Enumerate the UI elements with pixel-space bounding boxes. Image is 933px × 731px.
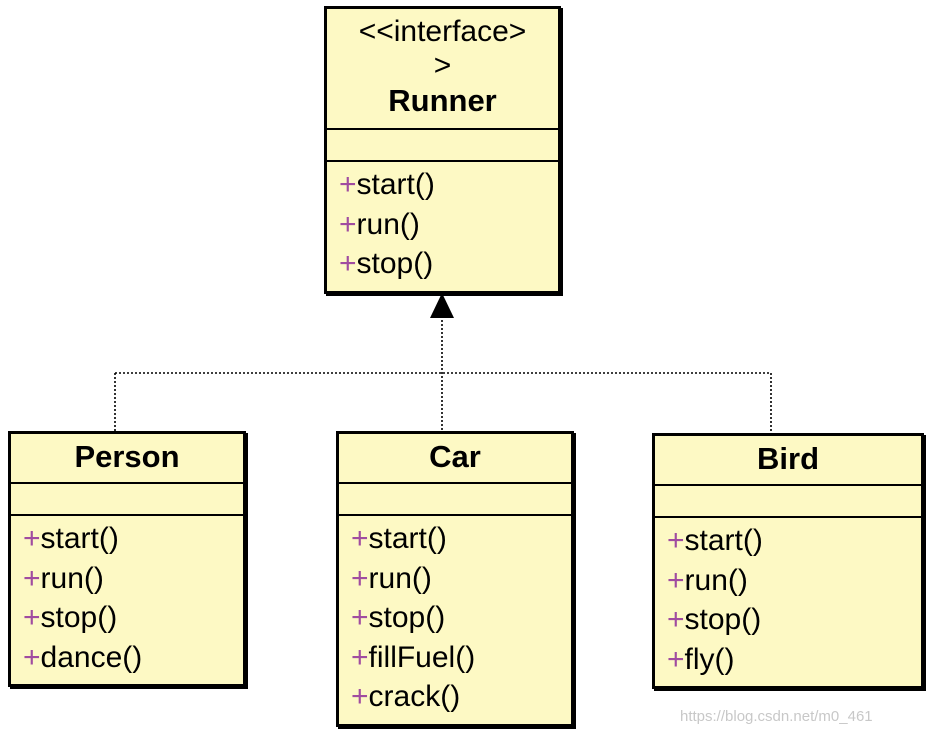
bird-attributes bbox=[655, 486, 921, 518]
operation: +stop() bbox=[339, 244, 558, 284]
visibility-symbol: + bbox=[23, 601, 41, 634]
bird-name-compartment: Bird bbox=[655, 436, 921, 486]
realization-arrowhead bbox=[430, 293, 454, 318]
visibility-symbol: + bbox=[351, 561, 369, 595]
visibility-symbol: + bbox=[339, 168, 357, 201]
visibility-symbol: + bbox=[667, 563, 685, 597]
operation: +start() bbox=[339, 165, 558, 205]
operation: +run() bbox=[351, 559, 571, 599]
operation: +stop() bbox=[23, 598, 243, 638]
bird-operations: +start() +run() +stop() +fly() bbox=[655, 518, 921, 679]
car-name: Car bbox=[429, 439, 481, 474]
operation: +run() bbox=[339, 205, 558, 245]
operation: +start() bbox=[667, 521, 921, 561]
operation-label: start() bbox=[40, 522, 119, 555]
runner-operations: +start() +run() +stop() bbox=[327, 162, 558, 284]
operation: +start() bbox=[23, 519, 243, 559]
operation-label: stop() bbox=[368, 601, 446, 634]
person-attributes bbox=[11, 484, 243, 516]
operation: +fly() bbox=[667, 640, 921, 680]
operation: +crack() bbox=[351, 677, 571, 717]
operation-label: stop() bbox=[684, 603, 762, 636]
visibility-symbol: + bbox=[667, 642, 685, 676]
operation: +dance() bbox=[23, 638, 243, 678]
operation: +fillFuel() bbox=[351, 638, 571, 678]
operation-label: run() bbox=[368, 561, 432, 595]
visibility-symbol: + bbox=[351, 680, 369, 713]
bird-class[interactable]: Bird +start() +run() +stop() +fly() bbox=[652, 433, 924, 689]
visibility-symbol: + bbox=[351, 601, 369, 634]
bird-name: Bird bbox=[757, 441, 819, 476]
operation-label: start() bbox=[356, 168, 435, 201]
operation-label: stop() bbox=[40, 601, 118, 634]
visibility-symbol: + bbox=[23, 561, 41, 595]
car-operations: +start() +run() +stop() +fillFuel() +cra… bbox=[339, 516, 571, 717]
runner-name-compartment: <<interface> > Runner bbox=[327, 9, 558, 130]
person-class[interactable]: Person +start() +run() +stop() +dance() bbox=[8, 431, 246, 687]
operation-label: fly() bbox=[684, 642, 735, 676]
operation-label: run() bbox=[356, 207, 420, 241]
operation: +start() bbox=[351, 519, 571, 559]
operation: +stop() bbox=[351, 598, 571, 638]
visibility-symbol: + bbox=[351, 640, 369, 674]
operation-label: run() bbox=[40, 561, 104, 595]
operation-label: dance() bbox=[40, 640, 143, 674]
stereotype-label-line2: > bbox=[433, 49, 452, 82]
visibility-symbol: + bbox=[23, 640, 41, 674]
operation: +run() bbox=[667, 561, 921, 601]
runner-interface[interactable]: <<interface> > Runner +start() +run() +s… bbox=[324, 6, 561, 294]
visibility-symbol: + bbox=[667, 603, 685, 636]
runner-attributes bbox=[327, 130, 558, 162]
operation-label: crack() bbox=[368, 680, 461, 713]
visibility-symbol: + bbox=[339, 207, 357, 241]
operation: +stop() bbox=[667, 600, 921, 640]
watermark: https://blog.csdn.net/m0_461 bbox=[680, 708, 873, 725]
operation-label: stop() bbox=[356, 247, 434, 280]
person-operations: +start() +run() +stop() +dance() bbox=[11, 516, 243, 677]
runner-name: Runner bbox=[388, 83, 497, 118]
car-class[interactable]: Car +start() +run() +stop() +fillFuel() … bbox=[336, 431, 574, 727]
car-attributes bbox=[339, 484, 571, 516]
operation-label: start() bbox=[684, 524, 763, 557]
operation-label: start() bbox=[368, 522, 447, 555]
visibility-symbol: + bbox=[351, 522, 369, 555]
visibility-symbol: + bbox=[339, 247, 357, 280]
operation: +run() bbox=[23, 559, 243, 599]
visibility-symbol: + bbox=[23, 522, 41, 555]
stereotype-label-line1: <<interface> bbox=[358, 15, 527, 48]
operation-label: fillFuel() bbox=[368, 640, 476, 674]
car-name-compartment: Car bbox=[339, 434, 571, 484]
person-name-compartment: Person bbox=[11, 434, 243, 484]
operation-label: run() bbox=[684, 563, 748, 597]
person-name: Person bbox=[74, 439, 180, 474]
visibility-symbol: + bbox=[667, 524, 685, 557]
